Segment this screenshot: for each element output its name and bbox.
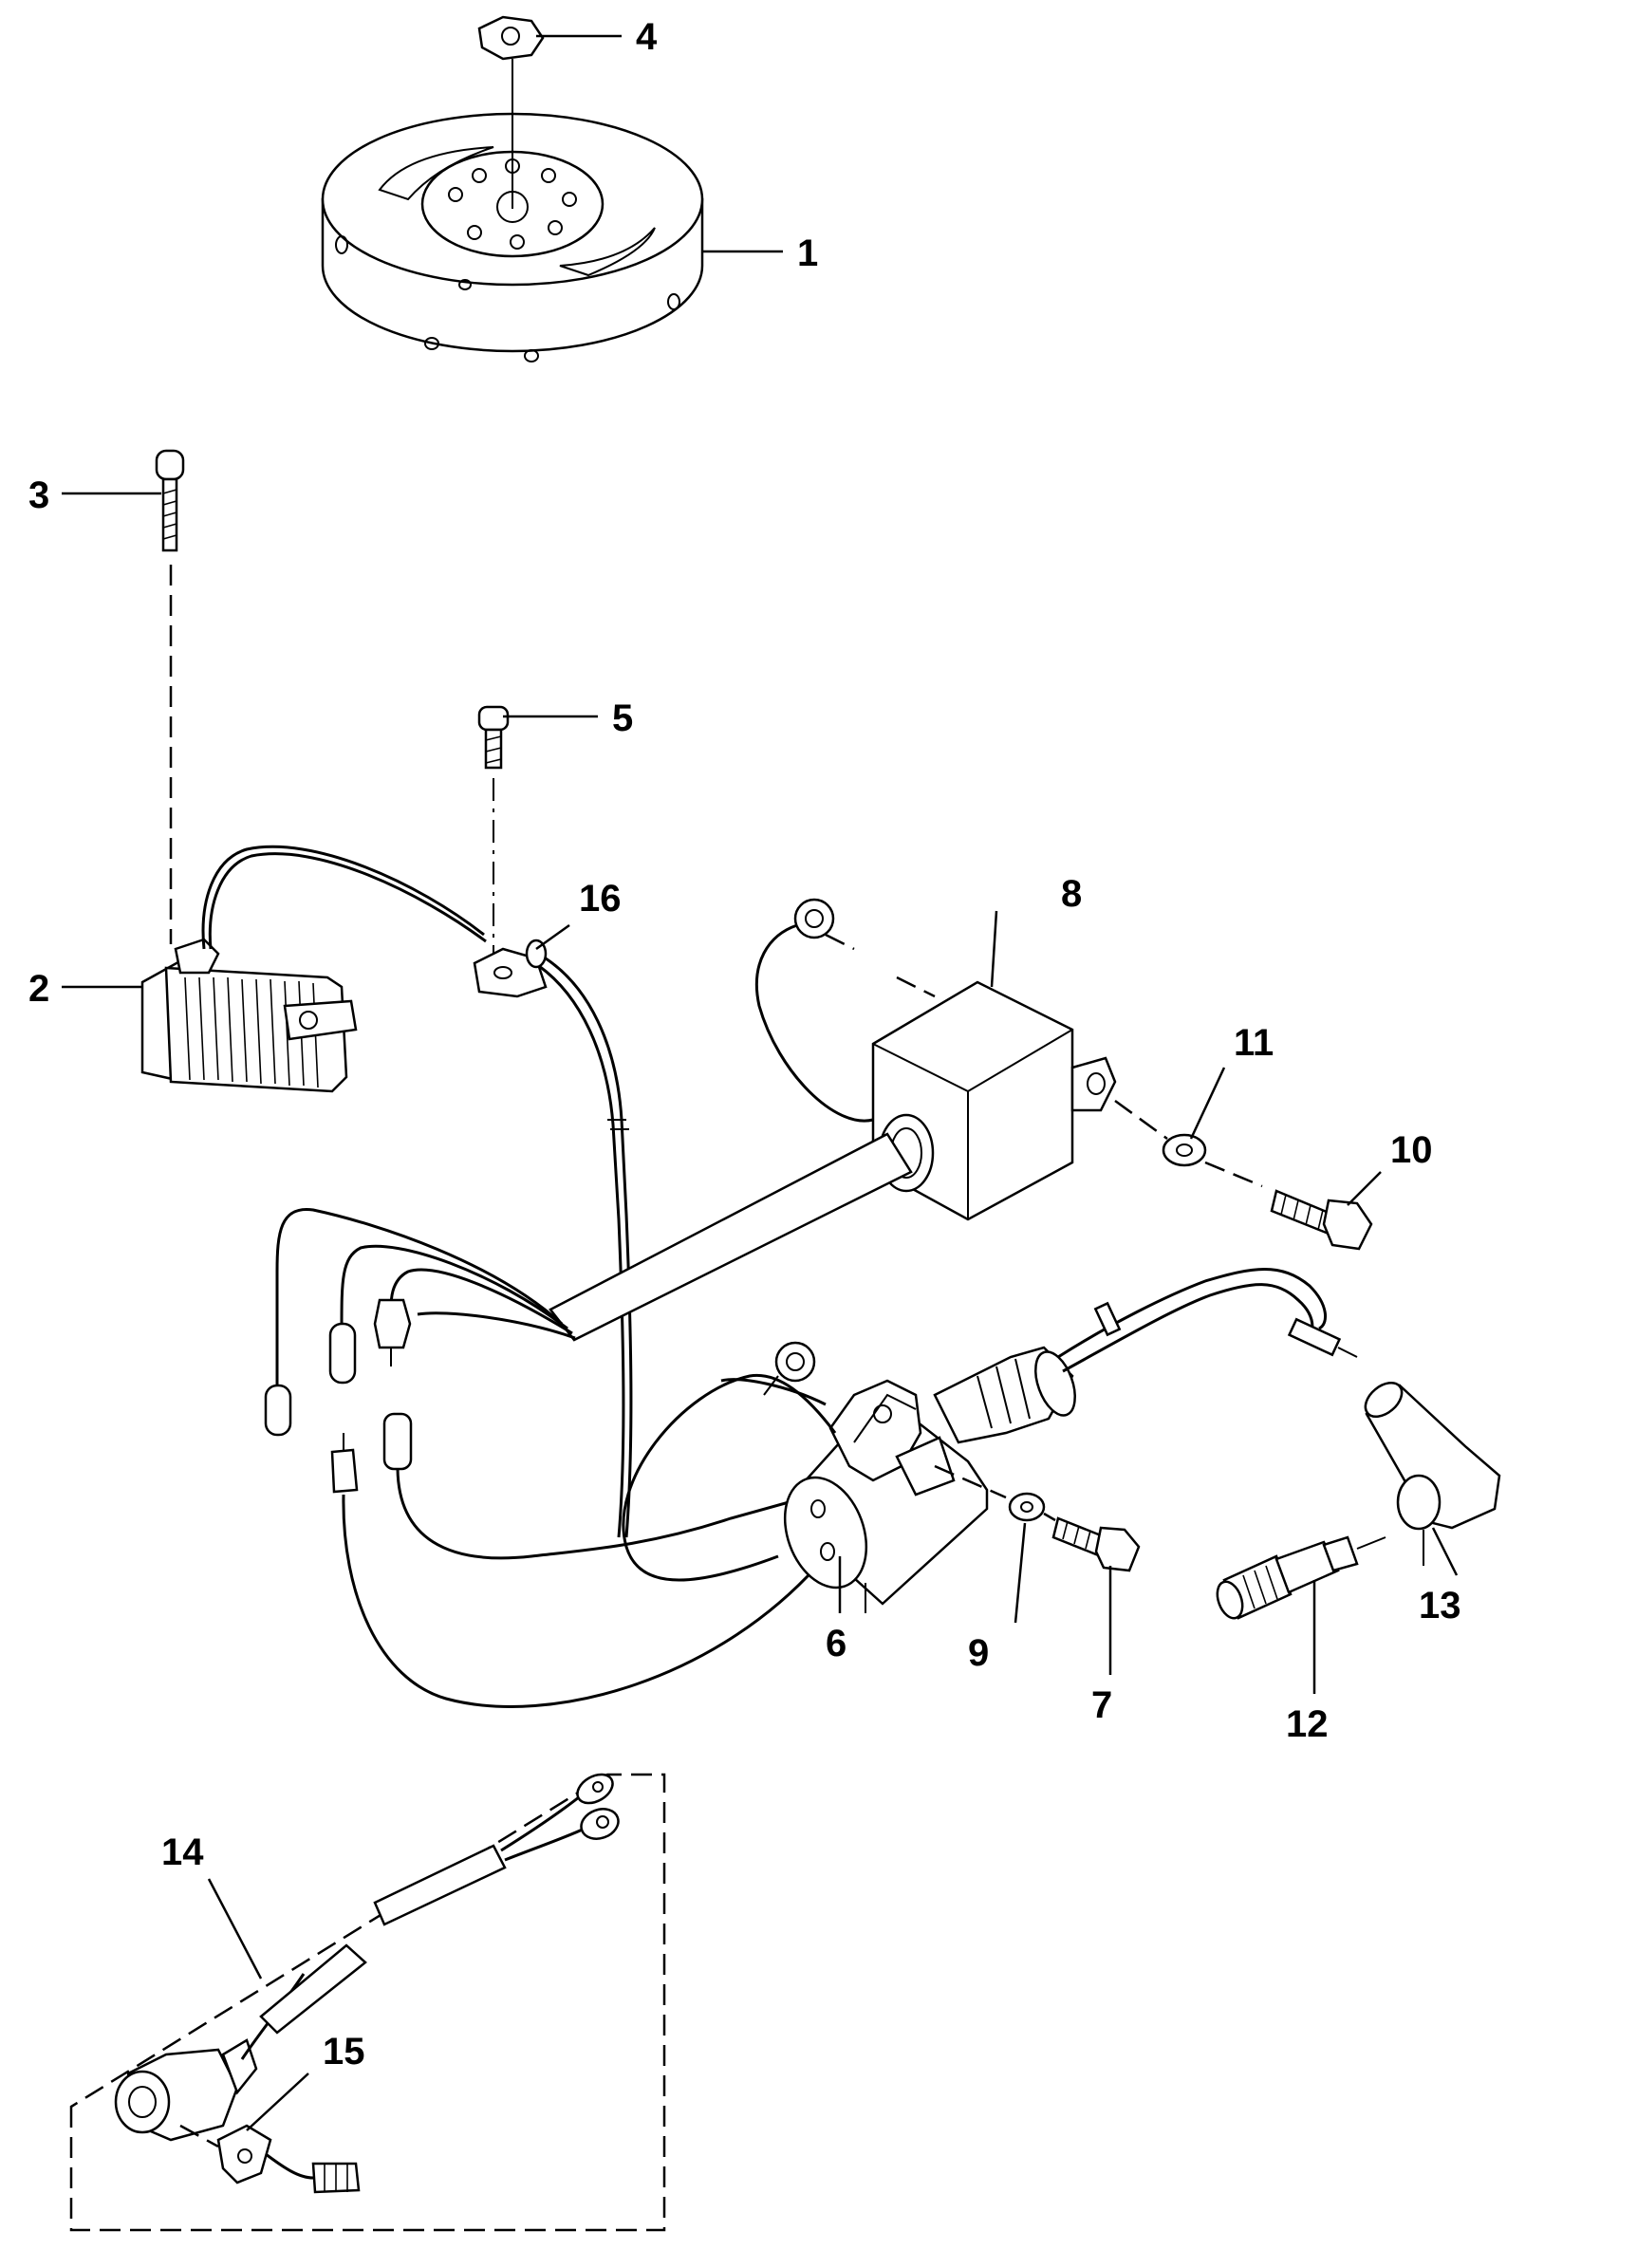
leader-lines xyxy=(62,34,1459,2131)
coil-bolt xyxy=(1043,1512,1141,1572)
stop-switch-kit xyxy=(69,1773,666,2232)
callout-15: 15 xyxy=(323,2031,365,2073)
spark-plug-boot xyxy=(1364,1382,1501,1566)
ignition-coil xyxy=(622,1341,989,1613)
leader-10 xyxy=(1347,1171,1382,1206)
callout-2: 2 xyxy=(28,968,49,1010)
callout-labels: 4 1 3 5 16 2 8 11 10 6 9 7 12 13 14 15 xyxy=(28,16,1461,2073)
leader-9 xyxy=(1014,1522,1027,1624)
wire-clamp xyxy=(473,939,548,998)
leader-11 xyxy=(1189,1067,1226,1140)
leader-14 xyxy=(207,1878,263,1980)
coil-wire xyxy=(201,845,633,1538)
leader-15 xyxy=(246,2073,309,2131)
coil-leads xyxy=(330,1412,828,1708)
ignition-harness xyxy=(264,1132,913,1437)
callout-9: 9 xyxy=(968,1632,989,1674)
callout-11: 11 xyxy=(1234,1022,1274,1064)
callout-12: 12 xyxy=(1286,1703,1329,1745)
callout-6: 6 xyxy=(826,1623,846,1664)
callout-10: 10 xyxy=(1390,1129,1433,1171)
module-washer xyxy=(1114,1099,1207,1167)
leader-8 xyxy=(990,910,998,988)
callout-7: 7 xyxy=(1091,1684,1112,1726)
callout-8: 8 xyxy=(1061,873,1082,915)
callout-5: 5 xyxy=(612,697,633,739)
callout-1: 1 xyxy=(797,232,818,274)
high-tension-lead xyxy=(933,1268,1358,1444)
spark-plug xyxy=(1216,1535,1386,1620)
callout-3: 3 xyxy=(28,474,49,516)
callout-14: 14 xyxy=(161,1831,204,1873)
callout-13: 13 xyxy=(1419,1585,1461,1627)
leader-13 xyxy=(1431,1527,1459,1576)
module-bolt xyxy=(1204,1161,1373,1251)
flywheel-nut xyxy=(477,15,545,209)
charge-coil xyxy=(140,938,358,1093)
coil-washer xyxy=(934,1464,1046,1522)
clamp-screw xyxy=(477,705,510,958)
stator-screw xyxy=(155,449,185,944)
leader-16 xyxy=(535,923,570,951)
callout-16: 16 xyxy=(579,878,622,920)
ignition-module xyxy=(754,898,1117,1221)
callout-4: 4 xyxy=(636,16,658,58)
